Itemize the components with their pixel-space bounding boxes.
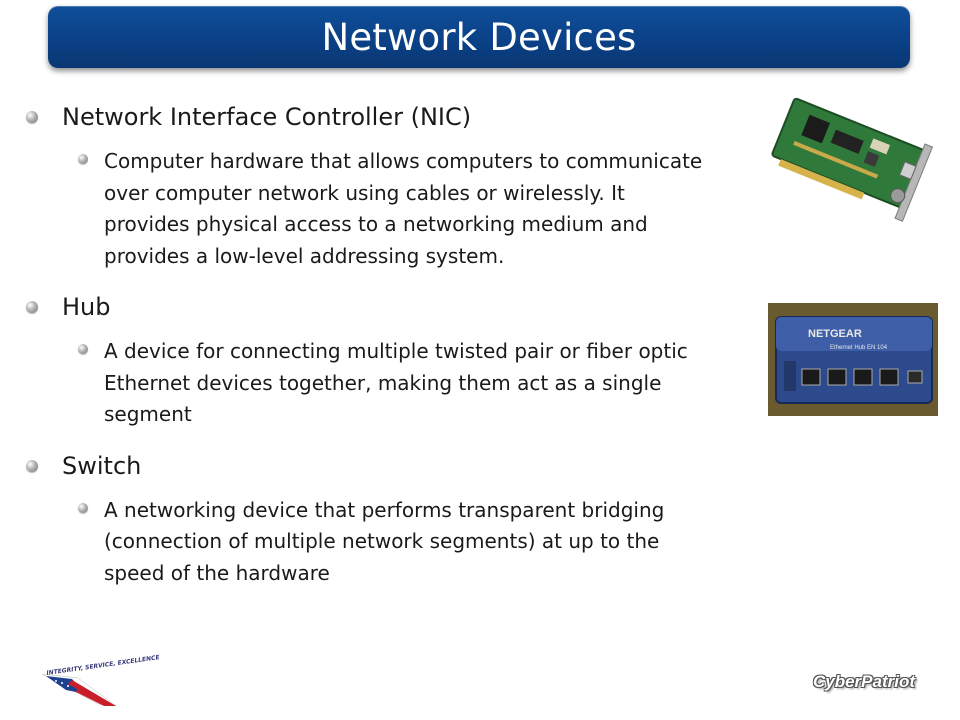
- hub-image: NETGEAR Ethernet Hub EN 104: [768, 303, 938, 416]
- slide-title: Network Devices: [321, 15, 637, 59]
- sub-bullet-icon: [78, 344, 88, 354]
- nic-card-image: [771, 97, 934, 222]
- title-bar: Network Devices: [48, 6, 910, 68]
- hub-heading: Hub: [62, 293, 111, 321]
- cyberpatriot-flag-logo: INTEGRITY, SERVICE, EXCELLENCE: [38, 654, 160, 708]
- bullet-icon: [26, 301, 38, 313]
- sub-bullet-icon: [78, 154, 88, 164]
- cyberpatriot-brand: CyberPatriot: [812, 672, 915, 691]
- bullet-list: Network Interface Controller (NIC) Compu…: [26, 100, 726, 589]
- bullet-nic-heading: Network Interface Controller (NIC): [26, 100, 726, 134]
- hub-model-text: Ethernet Hub EN 104: [830, 345, 888, 351]
- hub-description: A device for connecting multiple twisted…: [104, 339, 688, 426]
- bullet-nic-description: Computer hardware that allows computers …: [78, 146, 726, 272]
- switch-heading: Switch: [62, 451, 142, 480]
- nic-heading: Network Interface Controller (NIC): [62, 103, 472, 131]
- bullet-hub-description: A device for connecting multiple twisted…: [78, 336, 726, 431]
- sub-bullet-icon: [78, 502, 88, 513]
- switch-description: A networking device that performs transp…: [104, 497, 665, 585]
- nic-description: Computer hardware that allows computers …: [104, 149, 703, 268]
- hub-brand-text: NETGEAR: [808, 328, 862, 340]
- bullet-hub-heading: Hub: [26, 290, 726, 324]
- bullet-switch-heading: Switch: [26, 449, 726, 483]
- bullet-switch-description: A networking device that performs transp…: [78, 495, 726, 590]
- bullet-icon: [26, 459, 38, 472]
- bullet-icon: [26, 111, 38, 123]
